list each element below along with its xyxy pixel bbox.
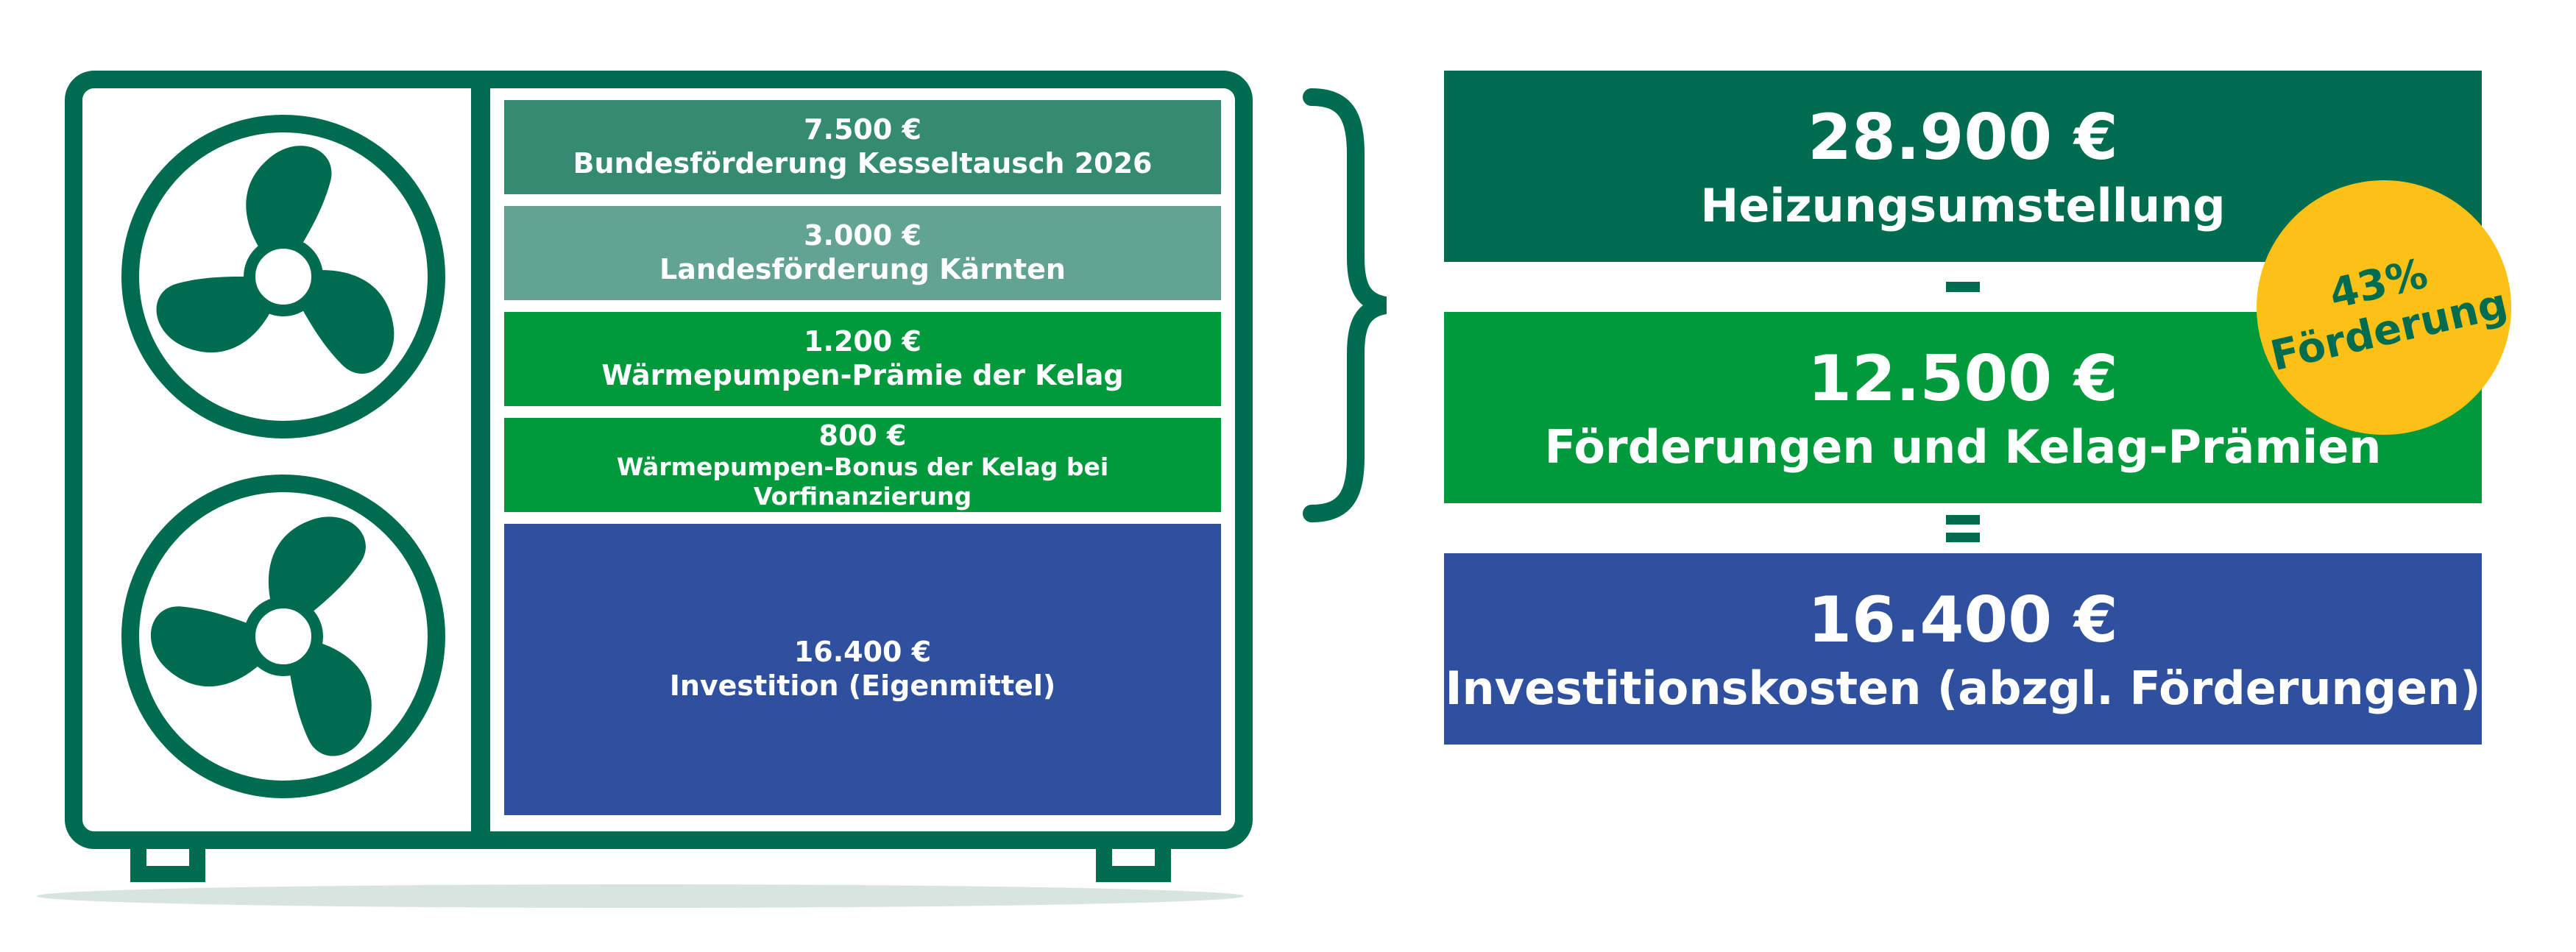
floor-shadow (37, 884, 1244, 908)
result-amount: 16.400 € (1808, 583, 2118, 657)
funding-label: Investition (Eigenmittel) (669, 669, 1056, 702)
funding-block-landesfoerderung: 3.000 € Landesförderung Kärnten (504, 206, 1221, 300)
funding-block-bundesfoerderung: 7.500 € Bundesförderung Kesseltausch 202… (504, 100, 1221, 194)
equals-bar-bottom (1946, 533, 1980, 542)
funding-label: Wärmepumpen-Bonus der Kelag bei Vorfinan… (616, 452, 1109, 511)
funding-label: Wärmepumpen-Prämie der Kelag (601, 359, 1124, 391)
funding-amount: 800 € (818, 419, 907, 452)
funding-block-kelag-bonus: 800 € Wärmepumpen-Bonus der Kelag bei Vo… (504, 418, 1221, 512)
result-amount: 28.900 € (1808, 100, 2118, 174)
unit-foot-left (130, 837, 205, 882)
result-label: Heizungsumstellung (1700, 179, 2226, 232)
unit-divider (471, 79, 490, 840)
result-label: Förderungen und Kelag-Prämien (1544, 420, 2382, 474)
result-label: Investitionskosten (abzgl. Förderungen) (1445, 661, 2481, 715)
fan-icon (121, 475, 445, 798)
funding-label: Bundesförderung Kesseltausch 2026 (573, 147, 1153, 180)
funding-block-kelag-praemie: 1.200 € Wärmepumpen-Prämie der Kelag (504, 312, 1221, 406)
fan-icon (121, 115, 445, 438)
funding-amount: 7.500 € (804, 113, 921, 146)
funding-block-eigenmittel: 16.400 € Investition (Eigenmittel) (504, 524, 1221, 815)
funding-amount: 3.000 € (804, 219, 921, 252)
minus-icon (1946, 282, 1980, 292)
unit-foot-right (1096, 837, 1171, 882)
result-net-investment: 16.400 € Investitionskosten (abzgl. Förd… (1444, 553, 2482, 745)
result-amount: 12.500 € (1808, 341, 2118, 416)
funding-amount: 1.200 € (804, 325, 921, 358)
equals-bar-top (1946, 515, 1980, 525)
curly-brace-icon (1303, 88, 1387, 522)
funding-amount: 16.400 € (793, 636, 932, 669)
equals-icon (1946, 515, 1980, 544)
funding-label: Landesförderung Kärnten (659, 253, 1066, 285)
